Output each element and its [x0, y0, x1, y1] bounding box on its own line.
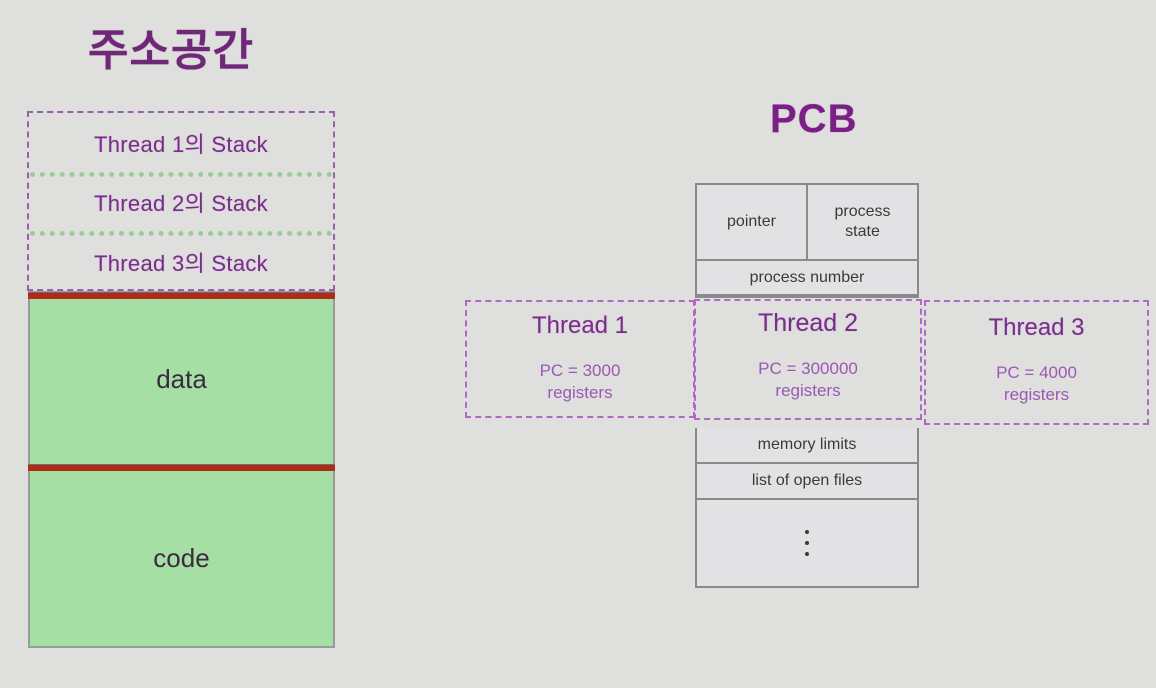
pcb-row-process-number: process number — [697, 261, 917, 296]
stack-row-thread-1: Thread 1의 Stack — [29, 113, 333, 173]
pcb-row-header: pointer process state — [697, 185, 917, 261]
thread-box-pc: PC = 4000 — [996, 363, 1077, 382]
stack-separator-2 — [30, 231, 332, 236]
stack-separator-1 — [30, 172, 332, 177]
segment-divider-top — [28, 292, 335, 299]
memory-segment-label: data — [156, 364, 207, 394]
thread-stacks-container: Thread 1의 Stack Thread 2의 Stack Thread 3… — [27, 111, 335, 291]
pcb-cell-label: process state — [834, 202, 890, 242]
thread-box-1: Thread 1 PC = 3000 registers — [465, 300, 695, 418]
pcb-cell-pointer: pointer — [697, 185, 808, 259]
stack-row-label: Thread 1의 Stack — [94, 132, 268, 157]
pcb-cell-process-state: process state — [808, 185, 917, 259]
ellipsis-dot-icon — [805, 530, 809, 534]
ellipsis-dot-icon — [805, 541, 809, 545]
pcb-row-memory-limits: memory limits — [697, 428, 917, 464]
pcb-table-top: pointer process state process number — [695, 183, 919, 298]
stack-row-thread-2: Thread 2의 Stack — [29, 172, 333, 232]
pcb-table-bottom: memory limits list of open files — [695, 428, 919, 588]
page-title-pcb: PCB — [770, 97, 858, 141]
thread-box-title: Thread 2 — [757, 309, 859, 337]
ellipsis-dot-icon — [805, 552, 809, 556]
thread-box-pc: PC = 3000 — [539, 361, 621, 380]
stack-row-label: Thread 3의 Stack — [94, 251, 268, 276]
thread-box-3: Thread 3 PC = 4000 registers — [924, 300, 1149, 425]
memory-segment-data: data — [28, 291, 335, 468]
thread-box-registers: registers — [775, 381, 841, 400]
pcb-row-label: process number — [749, 268, 865, 286]
thread-box-2: Thread 2 PC = 300000 registers — [694, 299, 922, 420]
thread-box-title: Thread 1 — [531, 312, 629, 339]
pcb-cell-label-line1: process — [834, 203, 891, 220]
pcb-row-label: memory limits — [757, 436, 857, 453]
page-title-address-space: 주소공간 — [88, 26, 254, 75]
thread-box-pc: PC = 300000 — [758, 359, 858, 378]
thread-box-registers: registers — [547, 383, 613, 402]
stack-row-label: Thread 2의 Stack — [94, 191, 268, 216]
pcb-row-open-files: list of open files — [697, 464, 917, 500]
thread-box-title: Thread 3 — [988, 314, 1085, 341]
memory-segment-label: code — [153, 542, 210, 573]
pcb-row-ellipsis — [697, 500, 917, 586]
thread-box-registers: registers — [1003, 385, 1070, 404]
pcb-row-label: list of open files — [751, 472, 863, 489]
segment-divider-middle — [28, 464, 335, 471]
pcb-cell-label: pointer — [727, 213, 776, 230]
pcb-cell-label-line2: state — [845, 223, 880, 240]
memory-segment-code: code — [28, 468, 335, 648]
stack-row-thread-3: Thread 3의 Stack — [29, 232, 333, 292]
